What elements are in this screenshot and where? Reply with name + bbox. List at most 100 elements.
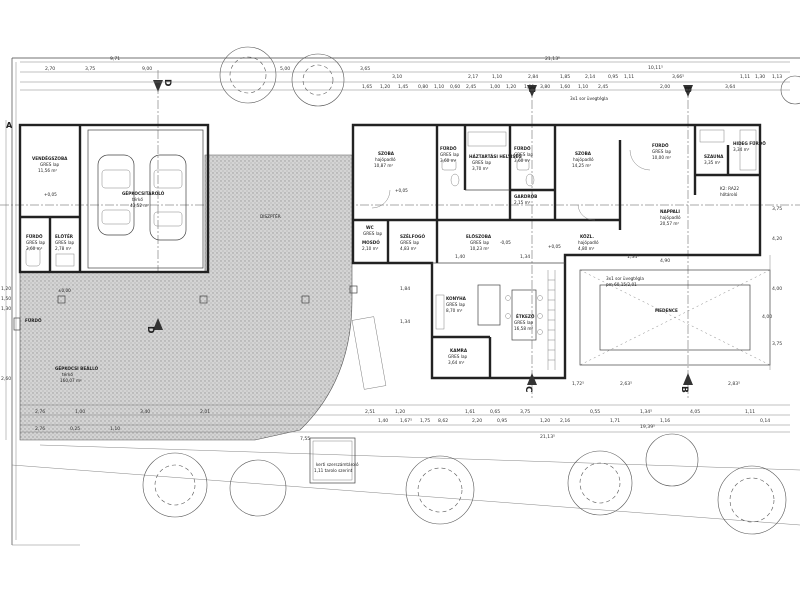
dim-l-3: 2,60: [1, 376, 11, 382]
dim-r1-3: 5,00: [280, 66, 290, 72]
dim-r1-11: 0,95: [608, 74, 618, 80]
room-corridor-area: 4,80 m²: [578, 246, 595, 251]
pool-terrace: [579, 255, 771, 370]
dim-r1-4: 3,65: [360, 66, 370, 72]
dim-top-left: 9,71: [110, 56, 120, 62]
dim-b2-2: 1,10: [110, 426, 120, 432]
room-wc-room-area: 2,10 m²: [362, 246, 379, 251]
outbuilding: [18, 123, 210, 274]
section-mark-b-top: B: [682, 86, 692, 93]
section-mark-d-bottom: D: [145, 326, 155, 333]
dim-b2-8: 1,20: [540, 418, 550, 424]
dim-pool-h: 4,00: [762, 314, 772, 320]
dim-misc-3: 7,55: [300, 436, 310, 442]
dim-r1-7: 1,10: [492, 74, 502, 80]
room-windbreak-name: SZÉLFOGÓ: [400, 234, 425, 239]
room-wc-name: WC: [366, 225, 374, 230]
room-hall-left-floor: GRES lap: [55, 240, 75, 245]
room-guest-name: VENDÉGSZOBA: [32, 156, 68, 161]
dim-pool-w: 4,90: [660, 258, 670, 264]
house-fixtures: [371, 129, 757, 370]
room-pantry-name: KAMRA: [450, 348, 468, 353]
main-house-walls: [351, 123, 762, 380]
section-mark-c-top: C: [526, 86, 536, 93]
terrace-area: pm 60,15/2,01: [606, 282, 637, 287]
room-living-floor: hajópadló: [660, 215, 681, 220]
dim-r2-3: 0,80: [418, 84, 428, 90]
room-guest-area: 11,56 m²: [38, 168, 57, 173]
dim-b-2: 3,40: [140, 409, 150, 415]
room-hall-left-name: ELŐTÉR: [55, 234, 74, 239]
room-bath2-floor: GRES lap: [514, 152, 534, 157]
room-lobby-floor: GRES lap: [470, 240, 490, 245]
dim-misc-2: 2,83⁵: [728, 381, 740, 387]
site-boundary: [11, 57, 800, 546]
room-shower-area: 10,00 m²: [652, 155, 671, 160]
room-bath1-name: FÜRDŐ: [440, 146, 457, 151]
dim-b2-1: 0,25: [70, 426, 80, 432]
room-living-area: 20,57 m²: [660, 221, 679, 226]
trees-bottom: [142, 433, 787, 535]
dimension-lines: [5, 61, 790, 440]
dim-r2-10: 3,80: [540, 84, 550, 90]
dim-bottom-total: 21,13⁵: [540, 434, 555, 440]
dim-r1-1: 3,75: [85, 66, 95, 72]
dim-rv-1: 4,20: [772, 236, 782, 242]
level-bedroom1: +0,05: [395, 188, 408, 193]
room-shower-name: FÜRDŐ: [652, 143, 669, 148]
room-bath2-name: FÜRDŐ: [514, 146, 531, 151]
room-closet-area: 2,15 m²: [514, 200, 531, 205]
dim-mid-2: 1,34⁵: [627, 254, 639, 260]
dim-left: 1,20 1,50 1,30 2,60: [1, 286, 11, 382]
dim-b2-9: 2,16: [560, 418, 570, 424]
section-markers: D D C C B B A: [6, 79, 693, 393]
room-kitchen-floor: GRES lap: [446, 302, 466, 307]
dim-r1-5: 3,10: [392, 74, 402, 80]
dim-mid-3: 1,84: [400, 286, 410, 292]
room-bedroom2-floor: hajópadló: [573, 157, 594, 162]
dim-r2-14: 2,00: [660, 84, 670, 90]
dim-r1-15: 1,30: [755, 74, 765, 80]
dim-b2-7: 0,95: [497, 418, 507, 424]
room-dining-name: ÉTKEZŐ: [516, 314, 535, 319]
sauna-sub: hőtároló: [720, 192, 738, 197]
dim-bottom-row-2: 2,76 0,25 1,10 1,40 1,67⁵ 1,75 2,20 0,95…: [35, 418, 770, 432]
dim-r2-0: 1,65: [362, 84, 372, 90]
dim-r1-12: 1,11: [624, 74, 634, 80]
dim-top-total: 21,13⁵: [545, 56, 560, 62]
trees-top: [219, 46, 800, 107]
room-dining-floor: GRES lap: [514, 320, 534, 325]
room-bedroom1-area: 10,87 m²: [374, 163, 393, 168]
dim-b2-10: 1,71: [610, 418, 620, 424]
dim-rv-3: 3,75: [772, 341, 782, 347]
dim-b-8: 3,75: [520, 409, 530, 415]
room-lobby-name: ELŐSZOBA: [466, 234, 492, 239]
dim-r2-13: 2,45: [598, 84, 608, 90]
shed-label: kerti szerszámtároló: [316, 462, 359, 467]
room-wc-floor: GRES lap: [363, 231, 383, 236]
section-mark-c-bottom: C: [523, 386, 533, 393]
room-sauna-area: 3,35 m²: [704, 160, 721, 165]
dim-b2-0: 2,76: [35, 426, 45, 432]
dim-misc-1: 2,63⁵: [620, 381, 632, 387]
dim-r2-8: 1,20: [506, 84, 516, 90]
dim-b2-3: 1,40: [378, 418, 388, 424]
dim-r2-11: 1,60: [560, 84, 570, 90]
room-bedroom1-floor: hajópadló: [375, 157, 396, 162]
room-living-name: NAPPALI: [660, 209, 680, 214]
dim-b2-11: 1,16: [660, 418, 670, 424]
dim-r2-12: 1,10: [578, 84, 588, 90]
dim-right: 1,72⁵ 2,63⁵ 2,83⁵ 7,55 1,34: [300, 319, 740, 442]
room-shower2-name: HIDEG FÜRDŐ: [733, 141, 766, 146]
dim-bottom-row: 2,76 1,00 3,40 2,01 2,51 1,20 1,61 0,65 …: [35, 409, 755, 415]
dim-b-9: 0,55: [590, 409, 600, 415]
dim-r1-16: 1,13: [772, 74, 782, 80]
room-pantry-area: 3,64 m²: [448, 360, 465, 365]
dim-b2-6: 2,20: [472, 418, 482, 424]
room-bath-left-area: 3,60 m²: [26, 246, 43, 251]
dim-r1-10: 2,14: [585, 74, 595, 80]
room-bath1-area: 3,60 m²: [440, 158, 457, 163]
dim-l-2: 1,30: [1, 306, 11, 312]
dim-bottom-b: 19,39⁵: [640, 424, 655, 430]
